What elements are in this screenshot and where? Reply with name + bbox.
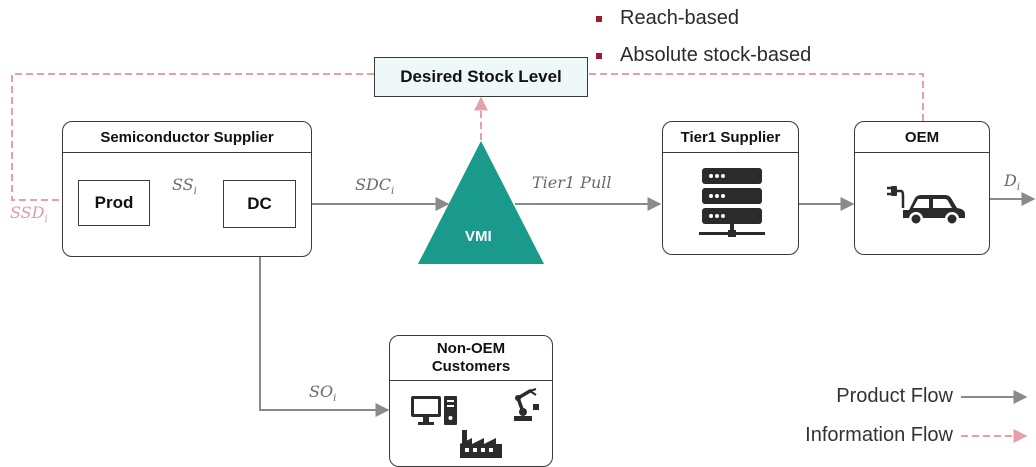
d-label-base: D xyxy=(1004,171,1017,190)
sdc-label: SDCi xyxy=(355,175,394,197)
non-oem-customers-title: Non-OEM Customers xyxy=(390,336,552,381)
desktop-computer-icon xyxy=(411,396,457,425)
oem-title: OEM xyxy=(855,122,989,153)
info-flow-oem-to-desired xyxy=(588,73,924,121)
desired-stock-level-box: Desired Stock Level xyxy=(374,57,588,97)
ss-label: SSi xyxy=(172,175,197,197)
product-flow-dc-to-nonoem xyxy=(259,228,390,417)
non-oem-title-line2: Customers xyxy=(431,358,511,375)
dc-box: DC xyxy=(223,180,296,228)
vmi-label: VMI xyxy=(465,228,492,245)
server-rack-icon xyxy=(699,168,765,237)
bullet-reach-based: Reach-based xyxy=(596,7,739,29)
tier1-supplier-title: Tier1 Supplier xyxy=(663,122,798,153)
ss-label-base: SS xyxy=(172,175,194,194)
non-oem-title-line1: Non-OEM xyxy=(436,340,506,357)
tier1-supplier-box: Tier1 Supplier xyxy=(662,121,799,255)
d-label: Di xyxy=(1004,171,1020,193)
info-flow-desired-to-supplier xyxy=(11,73,374,207)
vmi-triangle xyxy=(418,141,544,264)
ss-label-sub: i xyxy=(193,186,197,198)
so-label: SOi xyxy=(309,382,336,404)
ssd-label-base: SSD xyxy=(10,203,45,222)
prod-box: Prod xyxy=(78,180,150,226)
desired-stock-level-label: Desired Stock Level xyxy=(400,67,562,86)
legend-information-flow: Information Flow xyxy=(805,424,953,446)
sdc-label-base: SDC xyxy=(355,175,392,194)
factory-icon xyxy=(460,430,502,458)
bullet-absolute-stock-based: Absolute stock-based xyxy=(595,44,812,66)
d-label-sub: i xyxy=(1016,182,1021,194)
ssd-label-sub: i xyxy=(44,214,48,226)
robot-arm-icon xyxy=(514,388,539,421)
oem-box: OEM xyxy=(854,121,990,255)
so-label-base: SO xyxy=(309,382,334,401)
so-label-sub: i xyxy=(333,393,337,405)
legend-product-flow: Product Flow xyxy=(836,385,953,407)
semiconductor-supplier-title: Semiconductor Supplier xyxy=(63,122,311,153)
electric-car-icon xyxy=(887,186,965,226)
ssd-label: SSDi xyxy=(10,203,48,225)
sdc-label-sub: i xyxy=(391,186,395,198)
tier1-pull-label: Tier1 Pull xyxy=(532,173,612,192)
non-oem-customers-box: Non-OEM Customers xyxy=(389,335,553,467)
